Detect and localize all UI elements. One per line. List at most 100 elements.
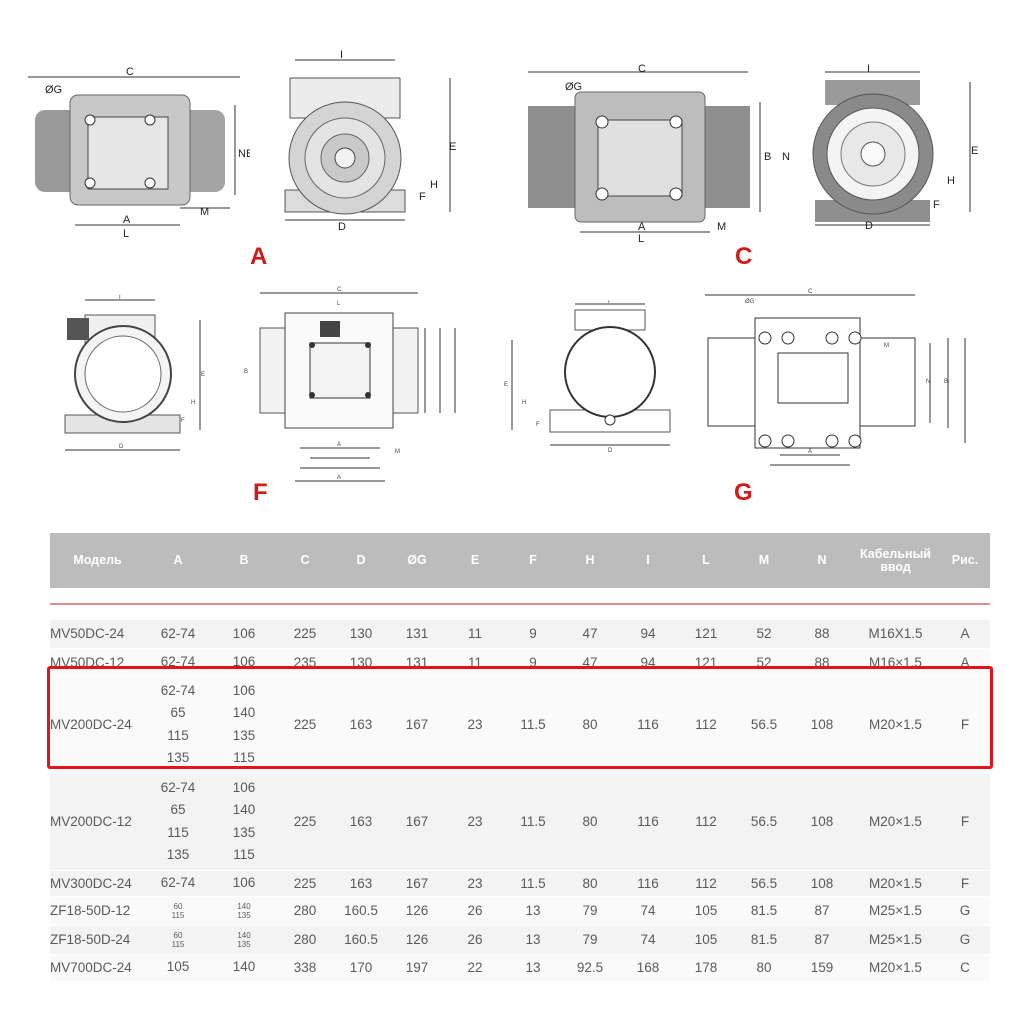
cell-g: 126 bbox=[389, 896, 445, 926]
cell-g: 197 bbox=[389, 954, 445, 982]
cell-h: 92.5 bbox=[561, 954, 619, 982]
header-n: N bbox=[793, 533, 851, 588]
header-l: L bbox=[677, 533, 735, 588]
figure-label-a: A bbox=[250, 243, 268, 270]
cell-e: 26 bbox=[445, 925, 505, 955]
figure-g-front-view: I E H F D bbox=[500, 300, 690, 460]
cell-b-value: 115 bbox=[233, 750, 255, 765]
cell-d: 170 bbox=[333, 954, 389, 982]
cell-a-value: 65 bbox=[170, 802, 186, 817]
header-cable-entry: Кабельный ввод bbox=[851, 533, 940, 588]
cell-h: 80 bbox=[561, 870, 619, 897]
cell-a-value: 65 bbox=[170, 705, 186, 720]
cell-b: 106 bbox=[211, 870, 277, 897]
cell-m: 81.5 bbox=[735, 925, 793, 955]
cell-f: 11.5 bbox=[505, 870, 561, 897]
cell-fig: F bbox=[940, 773, 990, 871]
cell-b-value: 140 bbox=[237, 901, 251, 911]
dim-label-l: L bbox=[123, 228, 129, 240]
cell-a: 62-74 bbox=[145, 620, 211, 649]
header-i: I bbox=[619, 533, 677, 588]
cell-a-value: 62-74 bbox=[160, 779, 196, 795]
cell-m: 81.5 bbox=[735, 896, 793, 926]
dim-label-i: I bbox=[608, 300, 610, 305]
dim-label-a2: A bbox=[337, 475, 341, 481]
header-a: A bbox=[145, 533, 211, 588]
dim-label-e: E bbox=[201, 372, 205, 378]
figure-c-front-view: I E H F D bbox=[805, 62, 990, 242]
cell-model: ZF18-50D-24 bbox=[50, 925, 145, 955]
spec-table: Модель A B C D ØG E F H I L M N Кабельны… bbox=[50, 533, 990, 982]
figure-label-c: C bbox=[735, 243, 753, 270]
header-h: H bbox=[561, 533, 619, 588]
cell-c: 225 bbox=[277, 620, 333, 649]
cell-m: 52 bbox=[735, 648, 793, 677]
dim-label-d: D bbox=[865, 220, 873, 232]
header-figure: Рис. bbox=[940, 533, 990, 588]
dim-label-g: ØG bbox=[565, 81, 582, 93]
cell-a-value: 115 bbox=[167, 727, 189, 743]
dim-label-h: H bbox=[522, 400, 526, 406]
dim-label-a: A bbox=[123, 214, 131, 226]
cell-i: 168 bbox=[619, 954, 677, 982]
dim-label-n: N bbox=[782, 151, 790, 163]
cell-d: 130 bbox=[333, 648, 389, 677]
cell-g: 167 bbox=[389, 676, 445, 774]
figure-a-front-view: I E H F D bbox=[275, 50, 465, 230]
cell-c: 235 bbox=[277, 648, 333, 677]
dim-label-a: A bbox=[638, 221, 646, 233]
cell-f: 11.5 bbox=[505, 773, 561, 871]
figure-a-side-view: C ØG NB A L M bbox=[20, 65, 250, 240]
cell-c: 280 bbox=[277, 925, 333, 955]
cell-i: 94 bbox=[619, 648, 677, 677]
cell-a: 105 bbox=[145, 954, 211, 982]
cell-f: 13 bbox=[505, 896, 561, 926]
cell-model: ZF18-50D-12 bbox=[50, 896, 145, 926]
dim-label-f: F bbox=[536, 422, 540, 428]
cell-l: 112 bbox=[677, 870, 735, 897]
cell-i: 94 bbox=[619, 620, 677, 649]
cell-b: 106 bbox=[211, 620, 277, 649]
dim-label-nb: NB bbox=[238, 148, 250, 160]
cell-n: 87 bbox=[793, 896, 851, 926]
header-b: B bbox=[211, 533, 277, 588]
cell-a-value: 60 bbox=[173, 901, 183, 911]
cell-d: 160.5 bbox=[333, 925, 389, 955]
cell-b: 140 bbox=[211, 954, 277, 982]
cell-cable: M20×1.5 bbox=[851, 773, 940, 871]
dim-label-d: D bbox=[119, 444, 124, 450]
dim-label-g: ØG bbox=[745, 299, 755, 305]
figure-label-f: F bbox=[253, 479, 268, 506]
cell-f: 13 bbox=[505, 925, 561, 955]
cell-l: 121 bbox=[677, 620, 735, 649]
header-e: E bbox=[445, 533, 505, 588]
figure-label-g: G bbox=[734, 479, 753, 506]
cell-b: 106 bbox=[211, 648, 277, 677]
cell-fig: A bbox=[940, 648, 990, 677]
dim-label-i: I bbox=[119, 295, 121, 301]
cell-b-value: 140 bbox=[232, 802, 256, 817]
cell-n: 108 bbox=[793, 870, 851, 897]
cell-fig: F bbox=[940, 870, 990, 897]
cell-cable: M20×1.5 bbox=[851, 954, 940, 982]
cell-i: 116 bbox=[619, 870, 677, 897]
dim-label-l: L bbox=[337, 301, 341, 307]
cell-fig: F bbox=[940, 676, 990, 774]
cell-a-value: 115 bbox=[171, 939, 185, 949]
cell-l: 105 bbox=[677, 925, 735, 955]
cell-cable: M20×1.5 bbox=[851, 870, 940, 897]
cell-model: MV50DC-24 bbox=[50, 620, 145, 649]
cell-i: 74 bbox=[619, 925, 677, 955]
cell-a: 62-74 bbox=[145, 870, 211, 897]
header-c: C bbox=[277, 533, 333, 588]
cell-b-value: 106 bbox=[232, 682, 256, 698]
cell-i: 116 bbox=[619, 676, 677, 774]
cell-model: MV300DC-24 bbox=[50, 870, 145, 897]
figure-f-top-view: C L B A A M bbox=[240, 283, 470, 493]
cell-a-value: 135 bbox=[166, 847, 190, 862]
table-header-row: Модель A B C D ØG E F H I L M N Кабельны… bbox=[50, 533, 990, 588]
